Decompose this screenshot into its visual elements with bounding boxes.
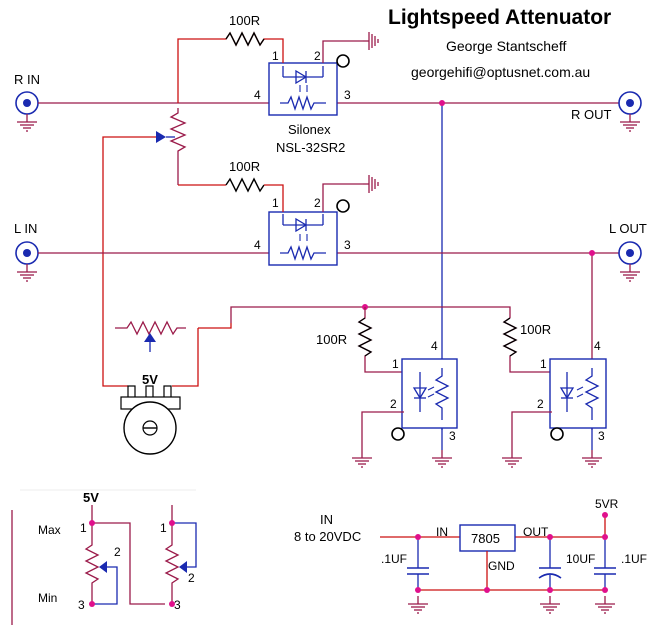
l-opto-pin2-wire	[322, 183, 363, 212]
reg-in-voltage-label: 8 to 20VDC	[294, 529, 361, 544]
r-shunt-pin2-wire	[361, 411, 404, 450]
l-shunt-node	[589, 250, 595, 256]
pot-5v-wire	[172, 328, 199, 387]
l-opto-pin4: 4	[254, 238, 261, 252]
r-lower-100r-label: 100R	[316, 332, 347, 347]
detail-b-pin1: 1	[160, 521, 167, 535]
silonex-part-label: NSL-32SR2	[276, 140, 345, 155]
cap-10uf-label: 10UF	[566, 552, 595, 566]
l-opto-pin2: 2	[314, 196, 321, 210]
trimmer-right-wire	[198, 323, 232, 329]
r-shunt-optocoupler	[401, 358, 458, 429]
r-shunt-pin3: 3	[449, 429, 456, 443]
l-test-point	[336, 199, 350, 213]
r-shunt-test-point	[391, 427, 405, 441]
r-opto-pin4: 4	[254, 88, 261, 102]
detail-a-pin2: 2	[114, 545, 121, 559]
r-shunt-node	[439, 100, 445, 106]
l-opto-pin1: 1	[272, 196, 279, 210]
cap-in-label: .1UF	[381, 552, 407, 566]
r-opto-pin2: 2	[314, 49, 321, 63]
l-100r-resistor	[225, 177, 265, 193]
r-opto-ground	[362, 31, 379, 51]
pot-wiper-wire	[102, 136, 156, 387]
l-shunt-pin1: 1	[540, 357, 547, 371]
panel-pot-drawing	[120, 385, 181, 455]
l-led-wire-b	[264, 184, 284, 212]
r-out-label: R OUT	[571, 107, 612, 122]
r-100r-label: 100R	[229, 13, 260, 28]
r-lower-100r	[357, 317, 373, 357]
diagram-title: Lightspeed Attenuator	[388, 6, 611, 29]
l-out-label: L OUT	[609, 221, 647, 236]
cap-out-label: .1UF	[621, 552, 647, 566]
l-opto-ground	[362, 174, 379, 194]
regulator-circuit	[380, 512, 616, 614]
r-shunt-pin2: 2	[390, 397, 397, 411]
r-series-optocoupler	[268, 62, 338, 116]
r-in-label: R IN	[14, 72, 40, 87]
r-test-point	[336, 54, 350, 68]
r-led-resistor-wire	[177, 31, 284, 103]
l-in-label: L IN	[14, 221, 37, 236]
l-opto-pin3: 3	[344, 238, 351, 252]
detail-5v-label: 5V	[83, 490, 99, 505]
silonex-label: Silonex	[288, 122, 331, 137]
reg-pin-out-label: OUT	[523, 525, 549, 539]
r-opto-pin3: 3	[344, 88, 351, 102]
detail-b-pin2: 2	[188, 571, 195, 585]
l-shunt-ground-b	[581, 449, 603, 468]
shunt-trimmer	[115, 320, 186, 336]
r-shunt-pin1: 1	[392, 357, 399, 371]
author-name: George Stantscheff	[446, 38, 566, 54]
l-shunt-pin2: 2	[537, 397, 544, 411]
l-shunt-test-point	[550, 427, 564, 441]
detail-a-pin1: 1	[80, 521, 87, 535]
r-opto-pin2-wire	[322, 40, 363, 63]
l-shunt-ground-a	[501, 449, 523, 468]
l-in-connector	[15, 241, 39, 282]
l-out-connector	[618, 241, 642, 282]
reg-pin-in-label: IN	[436, 525, 448, 539]
5vr-label: 5VR	[595, 497, 619, 511]
detail-min-label: Min	[38, 591, 57, 605]
r-opto-pin1: 1	[272, 49, 279, 63]
l-lower-100r-label: 100R	[520, 322, 551, 337]
shunt-top-rail	[230, 306, 511, 323]
l-100r-label: 100R	[229, 159, 260, 174]
r-100r-resistor	[225, 31, 265, 47]
l-shunt-pin2-wire	[511, 411, 552, 450]
dual-pot	[156, 108, 187, 185]
r-shunt-pin4: 4	[431, 339, 438, 353]
detail-b-pin3: 3	[174, 598, 181, 612]
l-shunt-pin4: 4	[594, 339, 601, 353]
detail-max-label: Max	[38, 523, 61, 537]
l-lower-100r	[502, 317, 518, 357]
r-in-connector	[15, 91, 39, 132]
reg-in-label: IN	[320, 512, 333, 527]
detail-a-pin3: 3	[78, 598, 85, 612]
reg-gnd-label: GND	[488, 559, 515, 573]
pot-wiring-detail	[11, 489, 197, 625]
l-shunt-optocoupler	[549, 358, 607, 429]
reg-part-label: 7805	[471, 531, 500, 546]
author-email: georgehifi@optusnet.com.au	[411, 64, 590, 80]
l-series-optocoupler	[268, 211, 338, 266]
r-out-connector	[618, 91, 642, 132]
trimmer-wiper-arrow	[144, 333, 156, 342]
r-shunt-ground-b	[431, 449, 453, 468]
l-shunt-pin3: 3	[598, 429, 605, 443]
pot-5v-label: 5V	[142, 372, 158, 387]
r-shunt-ground-a	[351, 449, 373, 468]
